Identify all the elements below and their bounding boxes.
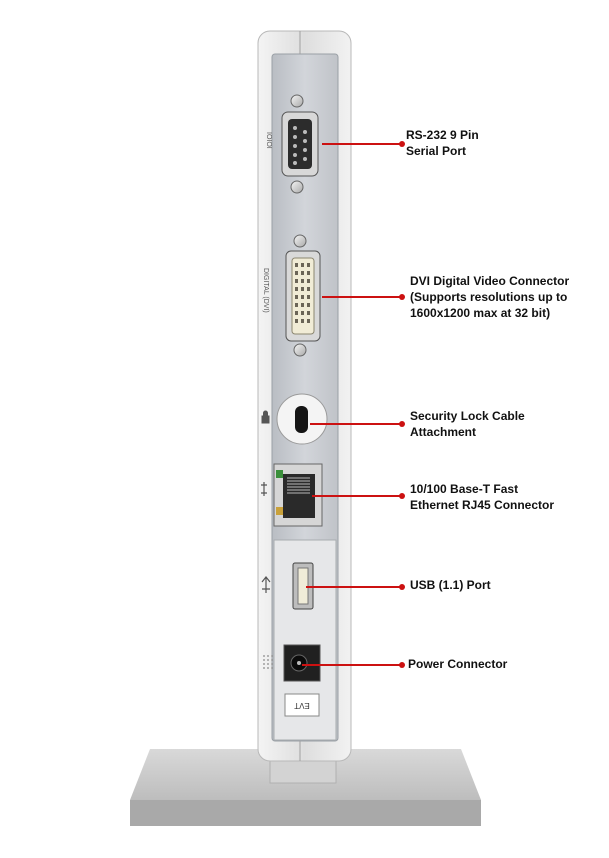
stand-base-front (130, 800, 481, 826)
usb-symbol-icon (261, 576, 271, 593)
callout-serial-line-1: RS-232 9 Pin (406, 128, 479, 142)
callout-serial: RS-232 9 Pin Serial Port (406, 127, 479, 159)
dvi-pin (295, 279, 298, 283)
label-plate: EVT (284, 693, 320, 717)
dvi-pin (301, 295, 304, 299)
serial-pins (293, 126, 307, 165)
leader-usb (306, 584, 405, 590)
ethernet-contacts (287, 477, 310, 494)
callout-power: Power Connector (408, 656, 507, 672)
dvi-pin (301, 319, 304, 323)
dvi-pin (295, 271, 298, 275)
callout-power-line-1: Power Connector (408, 657, 508, 671)
label-plate-bg (284, 693, 320, 717)
dvi-pin (307, 303, 310, 307)
callout-lock-line-2: Attachment (410, 425, 477, 439)
power-port (263, 644, 321, 682)
leader-power (302, 662, 405, 668)
dvi-pin (295, 311, 298, 315)
lock-symbol-icon (261, 410, 270, 424)
dvi-screw-top (293, 234, 307, 248)
leader-lock (310, 421, 405, 427)
dvi-pin (301, 279, 304, 283)
callout-ethernet-line-1: 10/100 Base-T Fast (410, 482, 519, 496)
dvi-pin (295, 303, 298, 307)
serial-port: IOIOI (265, 94, 319, 194)
dvi-pin (295, 287, 298, 291)
serial-port-glyph: IOIOI (265, 132, 272, 149)
callout-ethernet: 10/100 Base-T Fast Ethernet RJ45 Connect… (410, 481, 554, 513)
serial-screw-top (290, 94, 304, 108)
dvi-screw-bottom (293, 343, 307, 357)
dvi-pin (301, 303, 304, 307)
serial-screw-bottom (290, 180, 304, 194)
ethernet-led-green (276, 470, 283, 478)
dvi-pin (295, 263, 298, 267)
security-lock (261, 393, 328, 445)
callout-lock: Security Lock Cable Attachment (410, 408, 525, 440)
power-pin (297, 661, 301, 665)
leader-dvi (322, 294, 405, 300)
dvi-pin (307, 319, 310, 323)
dvi-pin (301, 263, 304, 267)
dvi-pin (307, 295, 310, 299)
leader-serial (322, 141, 405, 147)
callout-serial-line-2: Serial Port (406, 144, 467, 158)
dvi-port-glyph: DIGITAL (DVI) (262, 268, 269, 313)
dvi-pin (307, 287, 310, 291)
network-symbol-icon (261, 482, 267, 496)
dvi-pin (301, 311, 304, 315)
ethernet-led-amber (276, 507, 283, 515)
callout-dvi-line-2: (Supports resolutions up to (410, 290, 568, 304)
dvi-pin (307, 263, 310, 267)
leader-ethernet (312, 493, 405, 499)
callout-dvi-line-1: DVI Digital Video Connector (410, 274, 570, 288)
dvi-pin (301, 271, 304, 275)
dvi-pin (307, 311, 310, 315)
callout-usb: USB (1.1) Port (410, 577, 491, 593)
dvi-pins (295, 263, 310, 323)
callout-dvi-line-3: 1600x1200 max at 32 bit) (410, 306, 551, 320)
dvi-pin (307, 271, 310, 275)
dvi-pin (295, 295, 298, 299)
dvi-pin (307, 279, 310, 283)
serial-insert (288, 119, 312, 169)
dvi-pin (295, 319, 298, 323)
lock-slot (295, 406, 308, 433)
callout-ethernet-line-2: Ethernet RJ45 Connector (410, 498, 555, 512)
dvi-port: DIGITAL (DVI) (262, 234, 321, 357)
callout-usb-line-1: USB (1.1) Port (410, 578, 491, 592)
dvi-pin (301, 287, 304, 291)
callout-lock-line-1: Security Lock Cable (410, 409, 525, 423)
callout-dvi: DVI Digital Video Connector (Supports re… (410, 273, 569, 321)
label-plate-text: EVT (294, 701, 310, 710)
